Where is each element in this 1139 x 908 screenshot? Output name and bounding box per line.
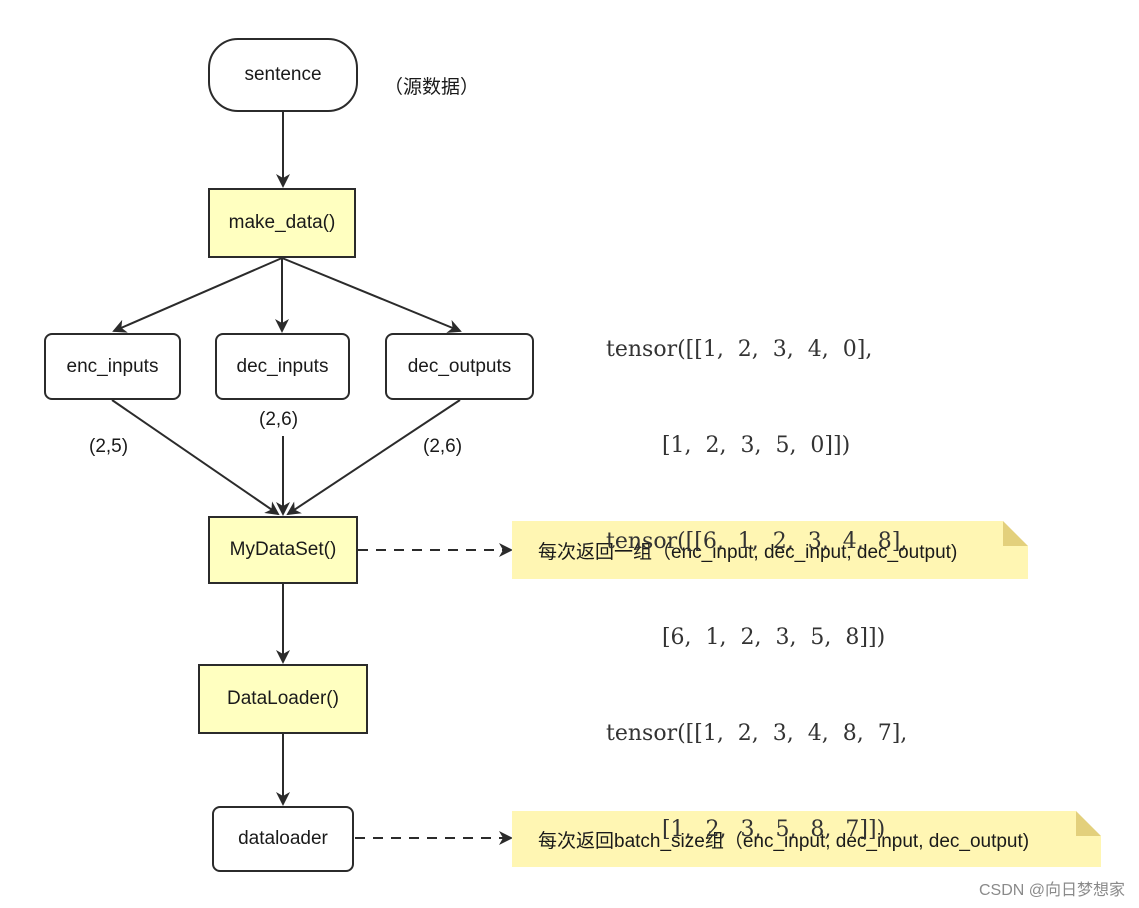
tensor-line: tensor([[1, 2, 3, 4, 0], [606, 337, 873, 362]
tensor-line: [6, 1, 2, 3, 5, 8]]) [606, 625, 886, 650]
tensor-line: tensor([[6, 1, 2, 3, 4, 8], [606, 529, 908, 554]
dec-out-shape-label: (2,6) [423, 436, 463, 457]
dec-outputs-node: dec_outputs [385, 333, 534, 400]
note-fold-corner [1003, 521, 1028, 546]
mydataset-node: MyDataSet() [208, 516, 358, 584]
loader-note-text: 每次返回batch_size组（enc_input, dec_input, de… [538, 830, 1030, 852]
dataloader-fn-node: DataLoader() [198, 664, 368, 734]
dec-outputs-label: dec_outputs [407, 355, 512, 377]
edge-dec-outputs-to-dataset [286, 399, 461, 516]
source-data-label: （源数据） [384, 77, 480, 98]
make-data-label: make_data() [228, 212, 336, 233]
dec-in-shape-label: (2,6) [259, 409, 299, 430]
dataloader-node: dataloader [212, 806, 354, 872]
tensor-line: tensor([[1, 2, 3, 4, 8, 7], [606, 721, 908, 746]
dec-inputs-label: dec_inputs [236, 355, 329, 377]
make-data-node: make_data() [208, 188, 356, 258]
dataset-note: 每次返回一组（enc_input, dec_input, dec_output) [512, 521, 1028, 579]
sentence-label: sentence [244, 64, 322, 85]
sentence-node: sentence [208, 38, 358, 112]
mydataset-label: MyDataSet() [229, 539, 337, 560]
tensor-line: [1, 2, 3, 5, 0]]) [606, 433, 851, 458]
dec-inputs-node: dec_inputs [215, 333, 350, 400]
edge-make-data-to-dec-outputs [281, 257, 462, 333]
tensor-line: [1, 2, 3, 5, 8, 7]]) [606, 817, 886, 842]
edge-enc-inputs-to-dataset [111, 399, 280, 516]
watermark: CSDN @向日梦想家 [978, 882, 1125, 899]
dataloader-fn-label: DataLoader() [227, 688, 339, 709]
enc-inputs-label: enc_inputs [66, 355, 159, 377]
note-fold-corner [1076, 811, 1101, 836]
tensor-output: tensor([[1, 2, 3, 4, 0], [1, 2, 3, 5, 0]… [606, 270, 907, 878]
loader-note: 每次返回batch_size组（enc_input, dec_input, de… [512, 811, 1101, 867]
dataloader-label: dataloader [238, 828, 328, 849]
enc-shape-label: (2,5) [89, 436, 129, 457]
enc-inputs-node: enc_inputs [44, 333, 181, 400]
edge-make-data-to-enc-inputs [112, 257, 283, 333]
dataset-note-text: 每次返回一组（enc_input, dec_input, dec_output) [538, 541, 958, 563]
